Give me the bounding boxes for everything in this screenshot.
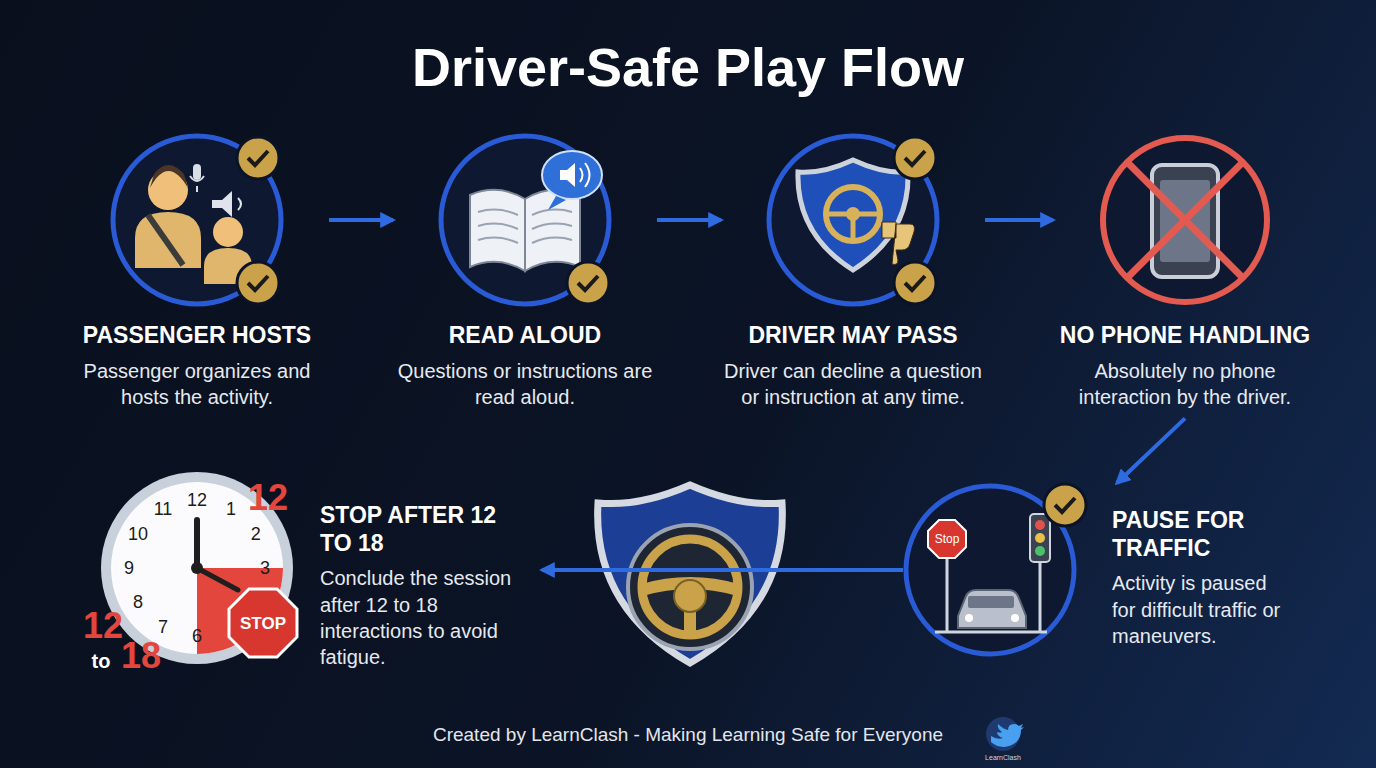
step-heading: DRIVER MAY PASS <box>748 322 957 350</box>
range-word: to <box>92 651 111 671</box>
book-icon <box>441 136 609 304</box>
step-heading: NO PHONE HANDLING <box>1060 322 1310 350</box>
clock-number: 6 <box>192 627 202 645</box>
range-end: 18 <box>121 638 161 674</box>
step-description: Absolutely no phone interaction by the d… <box>1055 358 1315 411</box>
step-description: Passenger organizes and hosts the activi… <box>67 358 327 411</box>
clock-callout: 12 <box>248 480 288 516</box>
clock-number: 10 <box>128 525 148 543</box>
clock-number: 3 <box>260 559 270 577</box>
clock-number: 8 <box>133 593 143 611</box>
range-start: 12 <box>83 608 123 644</box>
flow-arrow <box>985 218 1053 222</box>
step-node: STOP AFTER 12 TO 18 Conclude the session … <box>100 468 540 671</box>
clock-number: 1 <box>226 500 236 518</box>
step-heading: PAUSE FOR TRAFFIC <box>1112 507 1292 562</box>
step-heading: STOP AFTER 12 TO 18 <box>320 502 520 557</box>
no-phone-icon <box>1103 138 1267 302</box>
shield-wheel-icon <box>769 136 937 304</box>
clock-number: 12 <box>187 491 207 509</box>
flow-arrow <box>329 218 393 222</box>
diagram-title: Driver-Safe Play Flow <box>0 36 1376 98</box>
passenger-icon <box>113 136 281 304</box>
step-heading: PASSENGER HOSTS <box>83 322 311 350</box>
credit-caption: Created by LearnClash - Making Learning … <box>0 724 1376 746</box>
step-node: PASSENGER HOSTS Passenger organizes and h… <box>67 135 327 410</box>
clock-number: 7 <box>158 618 168 636</box>
steering-wheel-shield <box>598 485 783 663</box>
flow-arrow <box>542 568 903 572</box>
traffic-icon <box>906 484 1086 654</box>
step-node: DRIVER MAY PASS Driver can decline a ques… <box>723 135 983 410</box>
step-heading: READ ALOUD <box>449 322 601 350</box>
step-node: READ ALOUD Questions or instructions are … <box>395 135 655 410</box>
flow-arrow <box>657 218 721 222</box>
step-description: Conclude the session after 12 to 18 inte… <box>320 565 520 671</box>
stop-sign-text: STOP <box>240 615 286 632</box>
step-description: Questions or instructions are read aloud… <box>395 358 655 411</box>
bird-logo <box>986 717 1024 751</box>
clock-number: 2 <box>251 525 261 543</box>
clock-icon <box>101 472 297 664</box>
stop-sign-text: Stop <box>935 533 960 545</box>
step-description: Activity is paused for difficult traffic… <box>1112 570 1292 649</box>
step-description: Driver can decline a question or instruc… <box>723 358 983 411</box>
step-node: PAUSE FOR TRAFFIC Activity is paused for … <box>905 485 1300 649</box>
clock-number: 11 <box>154 500 173 518</box>
clock-number: 9 <box>124 559 134 577</box>
flow-arrow <box>1117 418 1185 483</box>
step-node: NO PHONE HANDLING Absolutely no phone int… <box>1055 135 1315 410</box>
logo-text: LearnClash <box>985 754 1021 761</box>
